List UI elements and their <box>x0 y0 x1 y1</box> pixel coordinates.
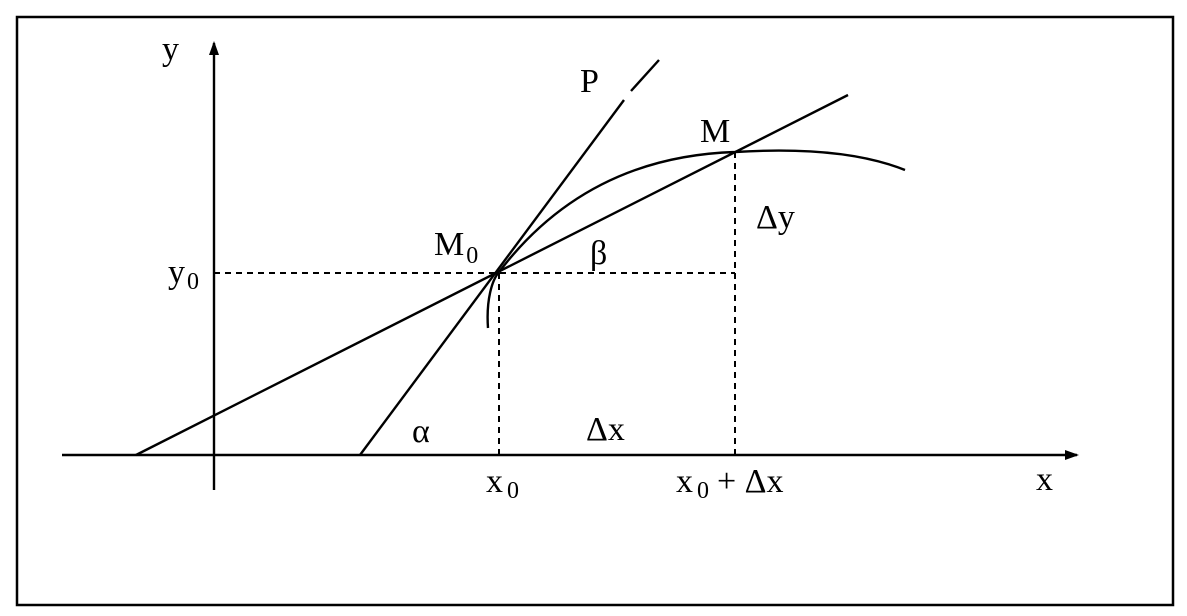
point-m-label: M <box>700 113 730 150</box>
y-axis-label: y <box>162 31 179 68</box>
point-m0-label: M0 <box>434 226 478 269</box>
y0-label: y0 <box>168 254 199 295</box>
tangent-label: P <box>580 63 599 100</box>
figure-border <box>15 15 1175 607</box>
beta-angle-label: β <box>590 235 607 272</box>
x-axis-label: x <box>1036 461 1053 498</box>
tangent-line-lower <box>359 99 625 456</box>
function-curve <box>486 149 906 329</box>
alpha-angle-label: α <box>412 413 430 450</box>
delta-x-label: Δx <box>586 411 625 448</box>
tangent-line-upper <box>630 59 660 92</box>
delta-y-label: Δy <box>756 199 795 236</box>
secant-line <box>135 93 849 457</box>
